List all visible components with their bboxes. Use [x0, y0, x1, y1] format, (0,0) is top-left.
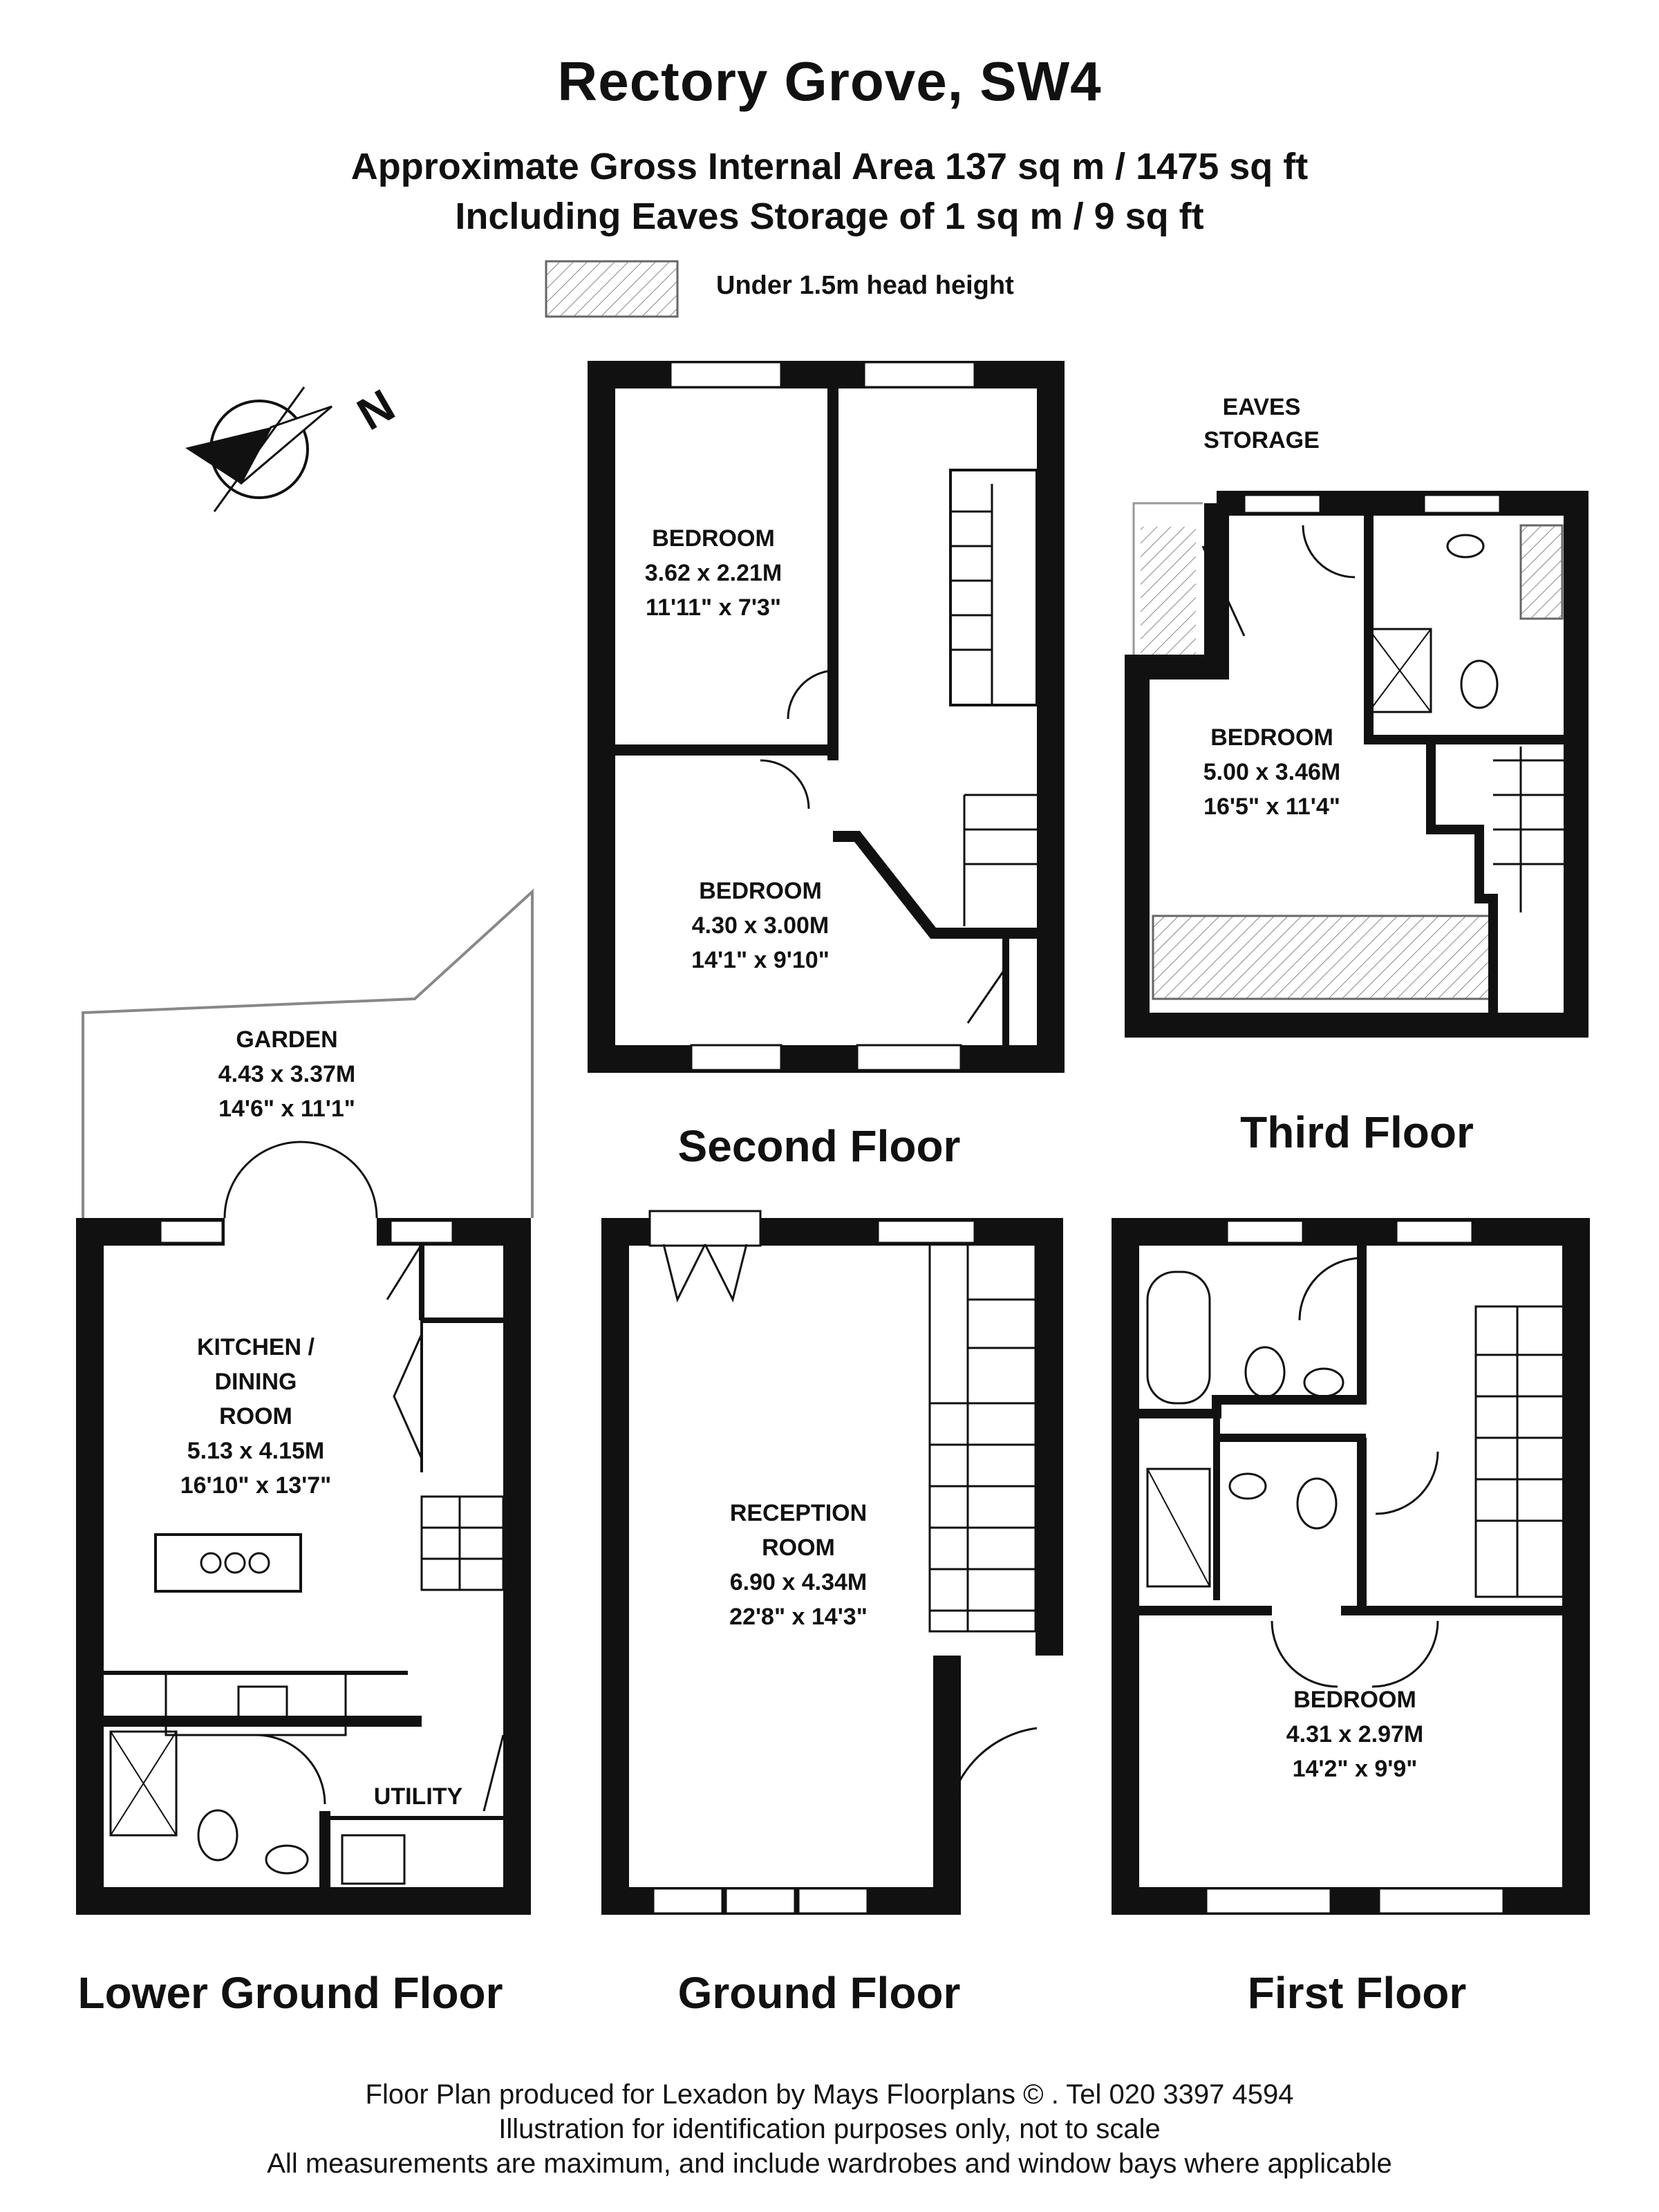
- first-floor-plan: [1112, 1218, 1590, 1915]
- eaves-area-text: Including Eaves Storage of 1 sq m / 9 sq…: [455, 196, 1204, 237]
- svg-text:DINING: DINING: [215, 1369, 297, 1395]
- floor-label-second: Second Floor: [678, 1121, 961, 1171]
- svg-text:BEDROOM: BEDROOM: [699, 878, 822, 904]
- ground-floor-plan: [601, 1210, 1063, 1915]
- north-label: N: [348, 379, 402, 440]
- third-floor-bedroom-label: BEDROOM 5.00 x 3.46M 16'5" x 11'4": [1203, 724, 1340, 820]
- svg-text:BEDROOM: BEDROOM: [1293, 1687, 1416, 1713]
- second-floor-bedroom-b-label: BEDROOM 4.30 x 3.00M 14'1" x 9'10": [691, 878, 830, 973]
- svg-text:5.13 x 4.15M: 5.13 x 4.15M: [187, 1438, 324, 1464]
- svg-text:4.43 x 3.37M: 4.43 x 3.37M: [218, 1061, 355, 1087]
- eaves-storage-label: EAVES STORAGE: [1203, 394, 1320, 453]
- svg-text:11'11" x 7'3": 11'11" x 7'3": [646, 594, 781, 621]
- gross-area-text: Approximate Gross Internal Area 137 sq m…: [350, 146, 1309, 187]
- svg-text:EAVES: EAVES: [1223, 394, 1301, 420]
- svg-text:6.90 x 4.34M: 6.90 x 4.34M: [730, 1569, 867, 1595]
- north-arrow-icon: N: [185, 379, 403, 512]
- floor-label-lower-ground: Lower Ground Floor: [77, 1968, 503, 2018]
- second-floor-bedroom-a-label: BEDROOM 3.62 x 2.21M 11'11" x 7'3": [645, 525, 782, 621]
- utility-label: UTILITY: [374, 1783, 463, 1810]
- svg-text:GARDEN: GARDEN: [236, 1027, 337, 1053]
- svg-text:KITCHEN /: KITCHEN /: [197, 1334, 315, 1360]
- lower-ground-floor-plan: [76, 888, 534, 1915]
- svg-text:ROOM: ROOM: [762, 1535, 835, 1561]
- second-floor-plan: [588, 361, 1065, 1073]
- legend-hatch-swatch: [545, 260, 679, 318]
- reception-room-label: RECEPTION ROOM 6.90 x 4.34M 22'8" x 14'3…: [729, 1500, 868, 1630]
- floor-label-first: First Floor: [1248, 1968, 1466, 2018]
- svg-text:4.30 x 3.00M: 4.30 x 3.00M: [692, 912, 829, 939]
- footer-credit: Floor Plan produced for Lexadon by Mays …: [365, 2079, 1294, 2110]
- svg-text:14'1" x 9'10": 14'1" x 9'10": [691, 947, 830, 973]
- first-floor-bedroom-label: BEDROOM 4.31 x 2.97M 14'2" x 9'9": [1286, 1687, 1423, 1782]
- svg-text:22'8" x 14'3": 22'8" x 14'3": [729, 1604, 868, 1630]
- svg-text:RECEPTION: RECEPTION: [730, 1500, 867, 1526]
- legend-label: Under 1.5m head height: [716, 271, 1014, 300]
- svg-text:3.62 x 2.21M: 3.62 x 2.21M: [645, 560, 782, 586]
- garden-label: GARDEN 4.43 x 3.37M 14'6" x 11'1": [218, 1027, 355, 1122]
- svg-text:ROOM: ROOM: [219, 1403, 292, 1430]
- svg-text:4.31 x 2.97M: 4.31 x 2.97M: [1286, 1721, 1423, 1747]
- footer-measurements-note: All measurements are maximum, and includ…: [267, 2148, 1392, 2179]
- kitchen-dining-label: KITCHEN / DINING ROOM 5.13 x 4.15M 16'10…: [180, 1334, 332, 1499]
- svg-text:5.00 x 3.46M: 5.00 x 3.46M: [1203, 759, 1340, 785]
- svg-text:STORAGE: STORAGE: [1203, 427, 1320, 453]
- plan-title: Rectory Grove, SW4: [557, 50, 1102, 112]
- third-floor-plan: [1125, 491, 1588, 1038]
- floor-label-third: Third Floor: [1240, 1107, 1474, 1157]
- svg-text:14'2" x 9'9": 14'2" x 9'9": [1293, 1756, 1418, 1782]
- footer-disclaimer: Illustration for identification purposes…: [498, 2114, 1161, 2144]
- svg-text:BEDROOM: BEDROOM: [652, 525, 775, 552]
- svg-text:BEDROOM: BEDROOM: [1210, 724, 1333, 751]
- svg-text:16'10" x 13'7": 16'10" x 13'7": [180, 1472, 332, 1499]
- svg-text:14'6" x 11'1": 14'6" x 11'1": [218, 1096, 355, 1122]
- floor-label-ground: Ground Floor: [678, 1968, 961, 2018]
- svg-text:16'5" x 11'4": 16'5" x 11'4": [1203, 794, 1340, 820]
